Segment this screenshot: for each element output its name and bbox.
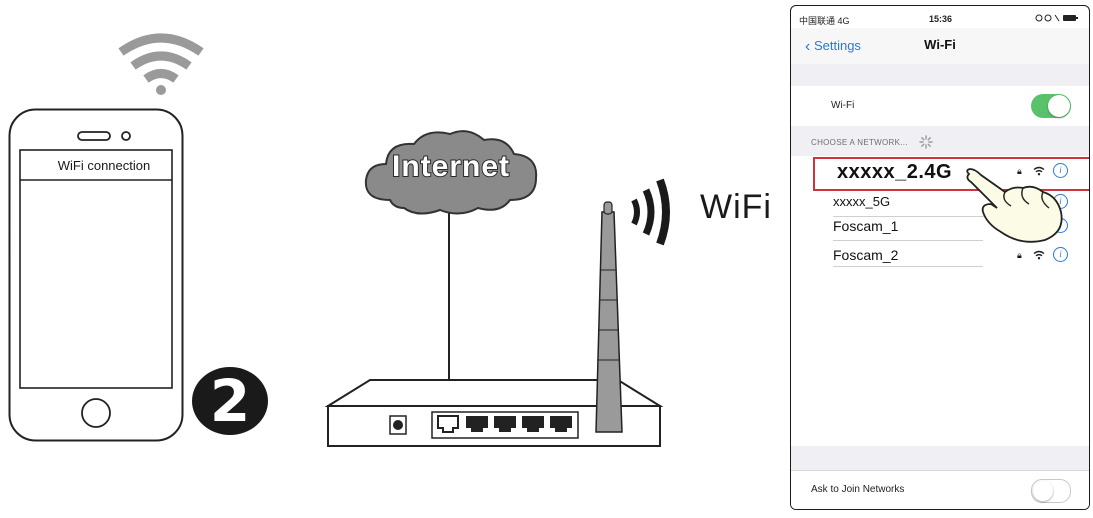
wifi-signal-icon (118, 33, 204, 95)
toggle-knob (1033, 481, 1053, 501)
chevron-left-icon: ‹ (805, 38, 811, 55)
wifi-toggle[interactable] (1031, 94, 1071, 118)
wifi-toggle-label: Wi-Fi (831, 100, 855, 111)
ask-to-join-label: Ask to Join Networks (811, 484, 905, 495)
row-divider (833, 216, 1003, 217)
router-illustration (320, 170, 680, 460)
navigation-bar: ‹ Settings Wi-Fi (791, 28, 1089, 65)
section-gap: CHOOSE A NETWORK... (791, 126, 1089, 156)
ask-to-join-toggle[interactable] (1031, 479, 1071, 503)
network-name[interactable]: xxxxx_2.4G (837, 161, 953, 183)
wifi-toggle-row: Wi-Fi (791, 86, 1089, 126)
wifi-strength-icon (1033, 250, 1045, 260)
status-bar: 中国联通 4G 15:36 (791, 6, 1089, 28)
back-button[interactable]: ‹ Settings (805, 37, 861, 55)
smartphone-illustration: WiFi connection (8, 108, 184, 442)
row-divider (833, 240, 983, 241)
page-title: Wi-Fi (924, 37, 956, 52)
section-gap (791, 446, 1089, 470)
section-gap (791, 64, 1089, 86)
lock-icon: 🔒︎ (1017, 166, 1022, 176)
ask-to-join-row: Ask to Join Networks (791, 470, 1089, 509)
loading-spinner-icon (919, 135, 933, 149)
info-icon[interactable]: i (1053, 247, 1068, 262)
lock-icon: 🔒︎ (1017, 250, 1022, 260)
wifi-connection-label: WiFi connection (57, 158, 151, 173)
network-name[interactable]: Foscam_2 (833, 247, 899, 263)
row-divider (833, 266, 983, 267)
back-button-label: Settings (813, 38, 861, 53)
status-indicators (1035, 13, 1079, 25)
internet-cloud: Internet (360, 128, 542, 218)
info-icon[interactable]: i (1053, 163, 1068, 178)
step-number: 2 (209, 367, 251, 435)
toggle-knob (1048, 95, 1070, 117)
pointing-hand-icon (966, 168, 1063, 243)
network-name[interactable]: xxxxx_5G (833, 194, 891, 209)
ios-wifi-settings-screen: 中国联通 4G 15:36 ‹ Settings Wi-Fi Wi-Fi CHO… (790, 5, 1090, 510)
choose-network-header: CHOOSE A NETWORK... (811, 138, 908, 147)
wifi-strength-icon (1033, 166, 1045, 176)
internet-label: Internet (391, 149, 510, 184)
carrier-label: 中国联通 4G (799, 16, 850, 26)
highlighted-network-box (813, 157, 1089, 191)
wifi-label: WiFi (700, 188, 772, 226)
step-number-badge: 2 (191, 366, 269, 436)
network-name[interactable]: Foscam_1 (833, 218, 899, 234)
status-time: 15:36 (929, 14, 953, 24)
